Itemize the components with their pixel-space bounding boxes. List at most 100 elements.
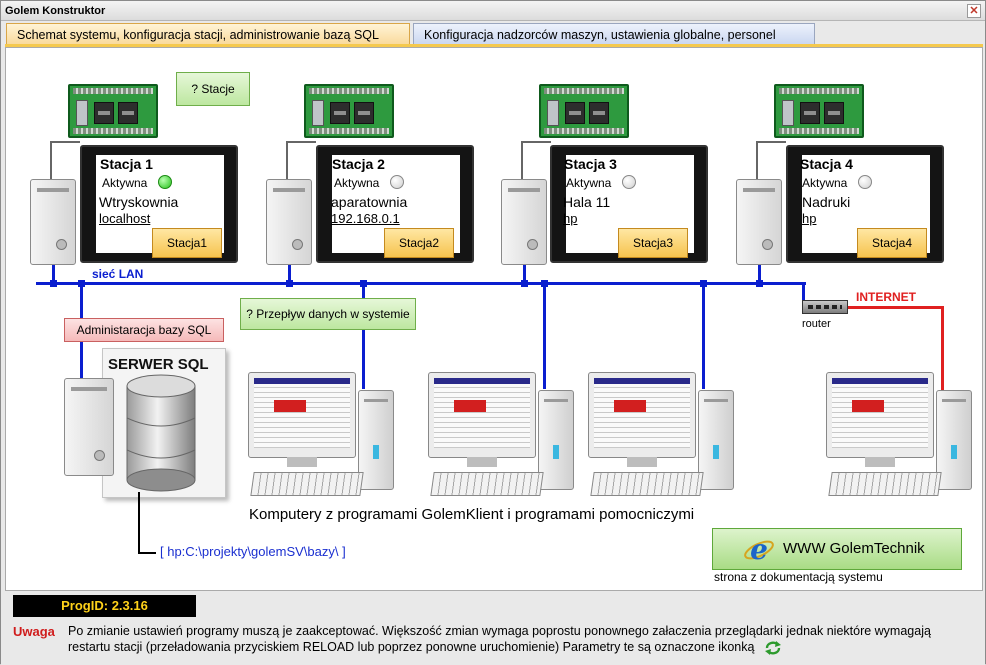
warning-label: Uwaga (13, 624, 55, 639)
cable (286, 141, 316, 143)
server-label: SERWER SQL (108, 356, 209, 373)
router-icon (802, 300, 848, 314)
station-location: Hala 11 (563, 194, 611, 210)
station-title: Stacja 1 (100, 156, 153, 172)
cable (756, 141, 786, 143)
cable (756, 141, 758, 179)
www-golemtechnik-button[interactable]: e WWW GolemTechnik (712, 528, 962, 570)
keyboard-icon (828, 472, 942, 496)
station-location: aparatownia (331, 194, 408, 210)
status-led-icon (390, 175, 404, 189)
station-tower-icon (30, 179, 76, 265)
title-bar: Golem Konstruktor ✕ (1, 1, 985, 21)
lan-node (50, 280, 57, 287)
client-monitor (248, 372, 356, 467)
station-host: localhost (99, 211, 151, 226)
station-tower-icon (736, 179, 782, 265)
stacja2-button[interactable]: Stacja2 (384, 228, 454, 258)
station-status: Aktywna (102, 176, 148, 190)
stacja4-button[interactable]: Stacja4 (857, 228, 927, 258)
lan-bus (36, 282, 806, 285)
station-host: hp (802, 211, 817, 226)
tab-konfiguracja[interactable]: Konfiguracja nadzorców maszyn, ustawieni… (413, 23, 815, 45)
internet-link-v (941, 306, 944, 390)
server-path-link[interactable]: [ hp:C:\projekty\golemSV\bazy\ ] (160, 544, 346, 559)
io-board-icon (68, 84, 158, 138)
lan-drop-client3 (702, 284, 705, 389)
client-monitor (428, 372, 536, 467)
status-led-icon (858, 175, 872, 189)
lan-node (360, 280, 367, 287)
client-monitor (826, 372, 934, 467)
path-connector (138, 552, 156, 554)
station-location: Wtryskownia (99, 194, 179, 210)
lan-node (756, 280, 763, 287)
cable (286, 141, 288, 179)
stacje-help-button[interactable]: ? Stacje (176, 72, 250, 106)
station-host: hp (563, 211, 578, 226)
io-board-icon (539, 84, 629, 138)
ie-logo-icon: e (744, 534, 774, 566)
progid-badge: ProgID: 2.3.16 (13, 595, 196, 617)
station-status: Aktywna (334, 176, 380, 190)
server-tower-icon (64, 378, 114, 476)
lan-node (286, 280, 293, 287)
station-host: 192.168.0.1 (331, 211, 400, 226)
cable (50, 141, 80, 143)
schema-canvas: sieć LAN INTERNET router ? Stacje Stacja… (5, 47, 983, 591)
lan-drop-stacja4 (758, 263, 761, 285)
database-icon (126, 374, 196, 492)
lan-drop-stacja3 (523, 263, 526, 285)
clients-caption: Komputery z programami GolemKlient i pro… (249, 506, 695, 523)
admin-sql-button[interactable]: Administaracja bazy SQL (64, 318, 224, 342)
keyboard-icon (590, 472, 704, 496)
www-button-label: WWW GolemTechnik (783, 540, 925, 557)
lan-node (78, 280, 85, 287)
stacja3-button[interactable]: Stacja3 (618, 228, 688, 258)
stacja1-button[interactable]: Stacja1 (152, 228, 222, 258)
client-tower-icon (538, 390, 574, 490)
station-title: Stacja 4 (800, 156, 853, 172)
keyboard-icon (250, 472, 364, 496)
client-tower-icon (358, 390, 394, 490)
station-location: Nadruki (802, 194, 851, 210)
www-caption: strona z dokumentacją systemu (714, 570, 883, 584)
router-label: router (802, 318, 831, 330)
dataflow-help-button[interactable]: ? Przepływ danych w systemie (240, 298, 416, 330)
path-connector (138, 492, 140, 554)
station-status: Aktywna (802, 176, 848, 190)
internet-label: INTERNET (856, 290, 916, 304)
lan-node (541, 280, 548, 287)
tab-underline (5, 44, 983, 47)
io-board-icon (774, 84, 864, 138)
client-tower-icon (698, 390, 734, 490)
tab-schemat[interactable]: Schemat systemu, konfiguracja stacji, ad… (6, 23, 410, 45)
status-led-icon (622, 175, 636, 189)
cable (521, 141, 523, 179)
svg-text:e: e (750, 534, 768, 566)
warning-text: Po zmianie ustawień programy muszą je za… (68, 624, 931, 654)
client-tower-icon (936, 390, 972, 490)
reload-icon (764, 640, 781, 655)
station-status: Aktywna (566, 176, 612, 190)
lan-drop-stacja1 (52, 263, 55, 285)
lan-node (700, 280, 707, 287)
station-title: Stacja 3 (564, 156, 617, 172)
cable (521, 141, 551, 143)
lan-drop-client2 (543, 284, 546, 389)
station-tower-icon (266, 179, 312, 265)
lan-drop-client1 (362, 284, 365, 389)
status-led-icon (158, 175, 172, 189)
close-button[interactable]: ✕ (967, 4, 981, 18)
window-title: Golem Konstruktor (5, 5, 106, 17)
warning-note: Po zmianie ustawień programy muszą je za… (68, 623, 948, 655)
lan-node (521, 280, 528, 287)
cable (50, 141, 52, 179)
station-tower-icon (501, 179, 547, 265)
station-title: Stacja 2 (332, 156, 385, 172)
lan-drop-router (802, 284, 805, 300)
lan-drop-stacja2 (288, 263, 291, 285)
internet-link-h (846, 306, 944, 309)
lan-label: sieć LAN (92, 267, 144, 281)
